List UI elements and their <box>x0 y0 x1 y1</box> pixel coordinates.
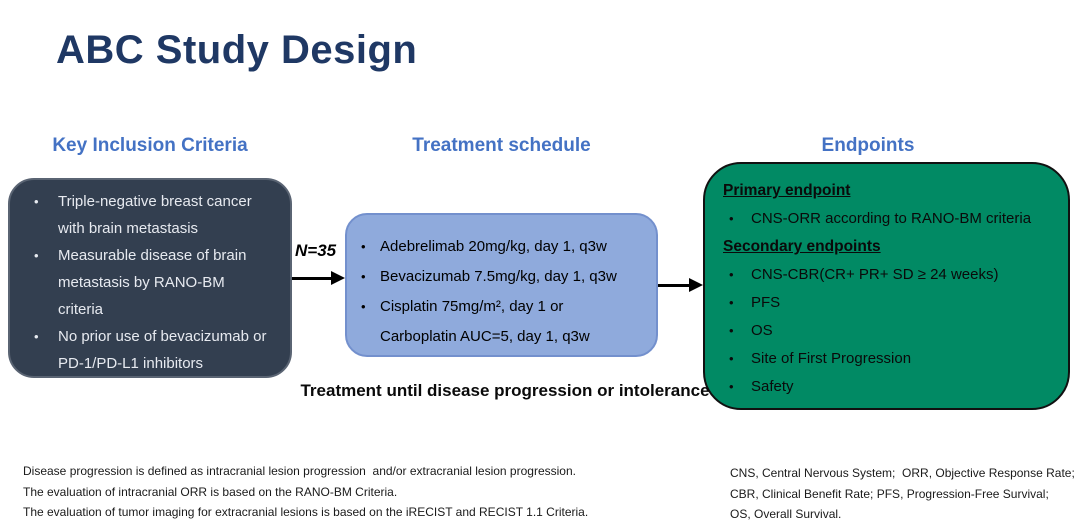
list-item: The evaluation of intracranial ORR is ba… <box>23 484 398 499</box>
list-item: Triple-negative breast cancer with brain… <box>26 188 280 242</box>
secondary-endpoints-list: CNS-CBR(CR+ PR+ SD ≥ 24 weeks)PFSOSSite … <box>723 261 1058 401</box>
list-item: Safety <box>723 373 1058 401</box>
list-item: The evaluation of tumor imaging for extr… <box>23 505 589 519</box>
primary-endpoint-list: CNS-ORR according to RANO-BM criteria <box>723 205 1058 233</box>
page-title: ABC Study Design <box>56 28 418 72</box>
list-item: No prior use of bevacizumab or PD-1/PD-L… <box>26 323 280 377</box>
list-item: Bevacizumab 7.5mg/kg, day 1, q3w <box>361 262 648 292</box>
list-item: CNS-CBR(CR+ PR+ SD ≥ 24 weeks) <box>723 261 1058 289</box>
primary-endpoint-label: Primary endpoint <box>723 182 851 199</box>
list-item: CNS, Central Nervous System; ORR, Object… <box>730 466 1075 480</box>
footnote-right-lines: CNS, Central Nervous System; ORR, Object… <box>730 463 1075 525</box>
list-item: CBR, Clinical Benefit Rate; PFS, Progres… <box>730 486 1049 501</box>
flow-arrow-left-icon <box>292 271 345 285</box>
list-item: OS <box>723 317 1058 345</box>
enrollment-n-label: N=35 <box>295 241 337 260</box>
treatment-column-header: Treatment schedule <box>412 135 591 156</box>
list-item: Cisplatin 75mg/m², day 1 or Carboplatin … <box>361 292 648 352</box>
inclusion-criteria-list: Triple-negative breast cancer with brain… <box>26 188 280 377</box>
list-item: Adebrelimab 20mg/kg, day 1, q3w <box>361 232 648 262</box>
treatment-duration-note: Treatment until disease progression or i… <box>300 381 710 400</box>
list-item: PFS <box>723 289 1058 317</box>
footnote-left: Disease progression is defined as intrac… <box>23 461 588 523</box>
footnote-left-lines: Disease progression is defined as intrac… <box>23 461 588 523</box>
inclusion-column-header: Key Inclusion Criteria <box>52 135 248 156</box>
list-item: OS, Overall Survival. <box>730 507 842 521</box>
endpoints-column-header: Endpoints <box>821 135 915 156</box>
list-item: CNS-ORR according to RANO-BM criteria <box>723 205 1058 233</box>
list-item: Measurable disease of brain metastasis b… <box>26 242 280 323</box>
treatment-schedule-box: Adebrelimab 20mg/kg, day 1, q3wBevacizum… <box>345 213 658 357</box>
inclusion-criteria-box: Triple-negative breast cancer with brain… <box>8 178 292 378</box>
treatment-schedule-list: Adebrelimab 20mg/kg, day 1, q3wBevacizum… <box>361 232 648 352</box>
secondary-endpoints-label: Secondary endpoints <box>723 238 881 255</box>
list-item: Disease progression is defined as intrac… <box>23 464 576 478</box>
flow-arrow-right-icon <box>658 278 703 292</box>
footnote-right: CNS, Central Nervous System; ORR, Object… <box>730 463 1075 525</box>
endpoints-box: Primary endpoint CNS-ORR according to RA… <box>703 162 1070 410</box>
list-item: Site of First Progression <box>723 345 1058 373</box>
